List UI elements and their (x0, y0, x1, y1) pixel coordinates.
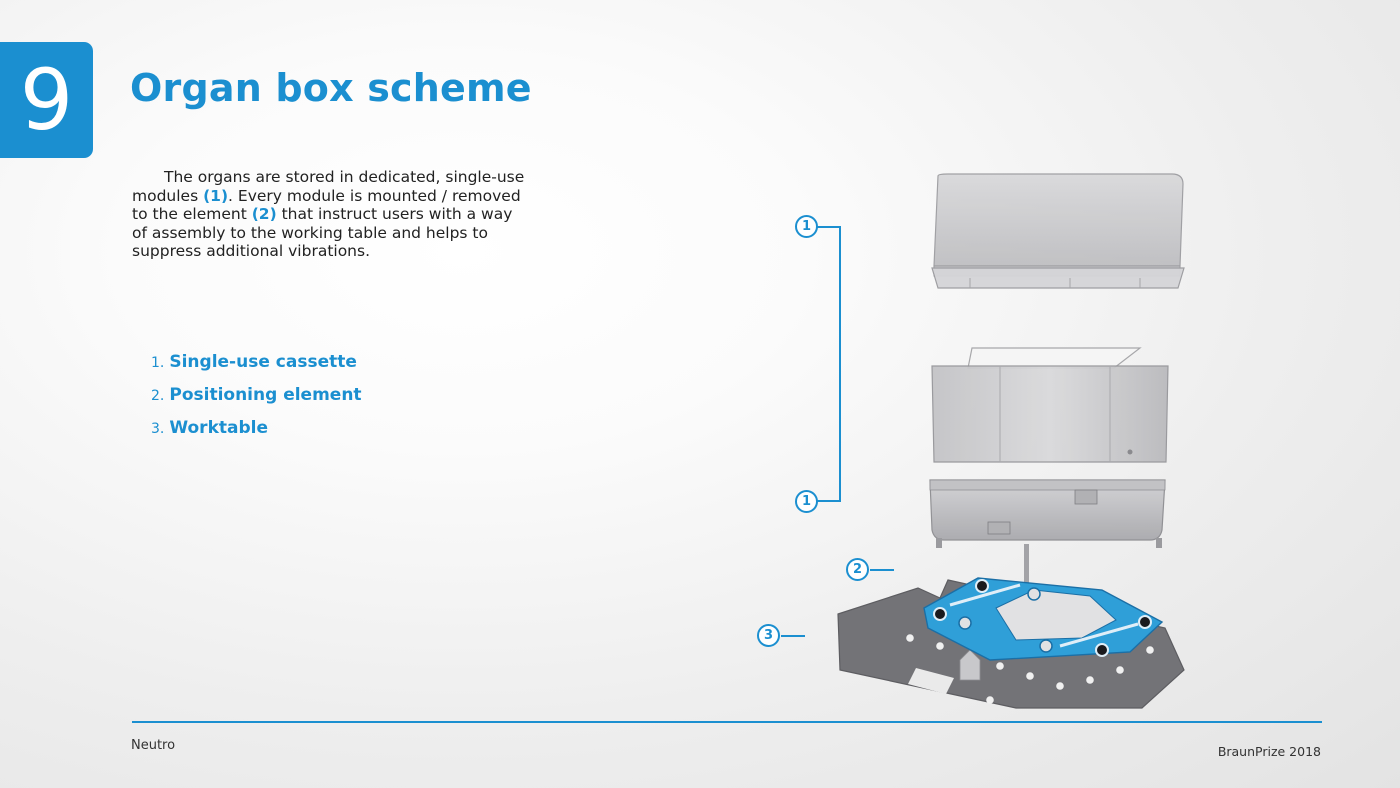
legend-number: 2. (151, 388, 164, 404)
legend-label: Worktable (169, 418, 268, 438)
callout-1-bottom: 1 (795, 490, 818, 513)
description-paragraph: The organs are stored in dedicated, sing… (132, 168, 532, 261)
cassette-lid (932, 174, 1184, 288)
component-legend: 1. Single-use cassette 2. Positioning elem… (151, 352, 362, 451)
legend-number: 1. (151, 355, 164, 371)
slide-title: Organ box scheme (130, 66, 532, 110)
description-ref-2: (2) (252, 205, 277, 223)
callout-1-bracket-vertical (839, 226, 841, 502)
legend-item-worktable: 3. Worktable (151, 418, 362, 451)
legend-number: 3. (151, 421, 164, 437)
slide-number-badge: 9 (0, 42, 93, 158)
footer-project-name: Neutro (131, 738, 175, 753)
legend-item-positioning-element: 2. Positioning element (151, 385, 362, 418)
legend-label: Single-use cassette (169, 352, 357, 372)
organ-box-exploded-illustration (820, 160, 1200, 716)
organ-pad (968, 348, 1140, 368)
footer-divider (132, 721, 1322, 723)
callout-3: 3 (757, 624, 780, 647)
footer-award-label: BraunPrize 2018 (1218, 744, 1321, 759)
callout-1-top: 1 (795, 215, 818, 238)
callout-2: 2 (846, 558, 869, 581)
slide-number: 9 (20, 58, 73, 142)
callout-1-bracket-top (817, 226, 841, 228)
description-ref-1: (1) (203, 187, 228, 205)
legend-item-cassette: 1. Single-use cassette (151, 352, 362, 385)
cassette-body (932, 366, 1168, 462)
callout-1-bracket-bottom (817, 500, 841, 502)
callout-3-leader (781, 635, 805, 637)
cassette-tray (930, 480, 1165, 584)
legend-label: Positioning element (169, 385, 361, 405)
callout-2-leader (870, 569, 894, 571)
